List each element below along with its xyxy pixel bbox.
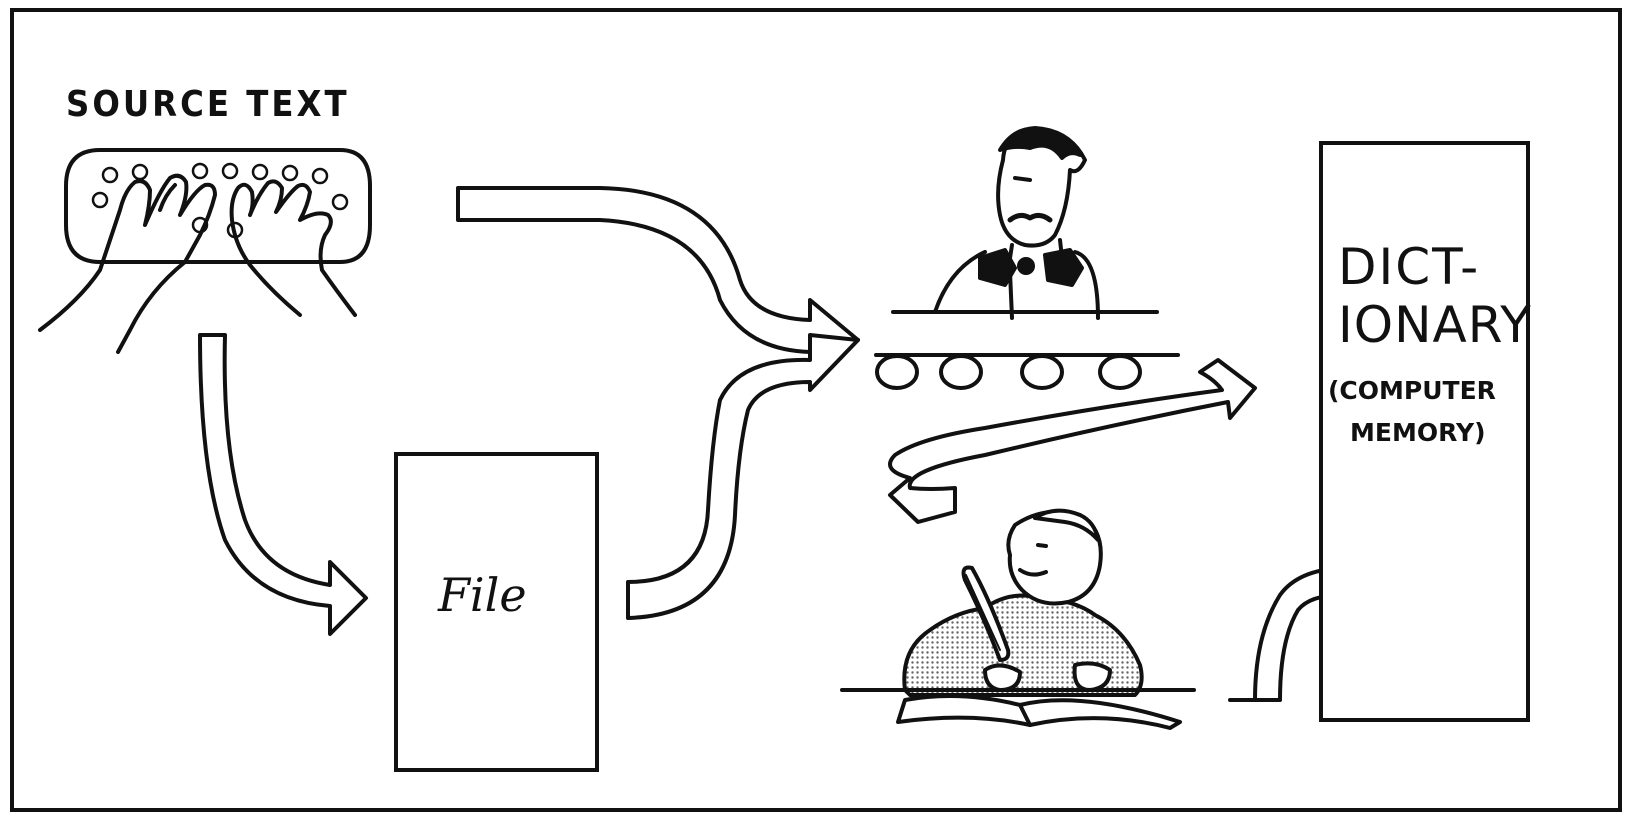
monk-illustration: [842, 511, 1194, 728]
memory-label-line2: MEMORY): [1350, 418, 1486, 447]
file-label: File: [438, 568, 527, 622]
source-text-label: SOURCE TEXT: [66, 84, 350, 125]
arrow-file-to-clerk: [628, 335, 858, 618]
dictionary-label-line2: IONARY: [1338, 296, 1532, 354]
typing-hands-illustration: [40, 150, 370, 352]
arrow-source-to-clerk: [458, 188, 858, 380]
arrow-clerk-to-monk: [890, 360, 1255, 522]
clerk-illustration: [876, 128, 1178, 388]
dictionary-label-line1: DICT-: [1338, 238, 1480, 296]
arrow-source-to-file: [200, 335, 366, 634]
memory-label-line1: (COMPUTER: [1328, 376, 1496, 405]
